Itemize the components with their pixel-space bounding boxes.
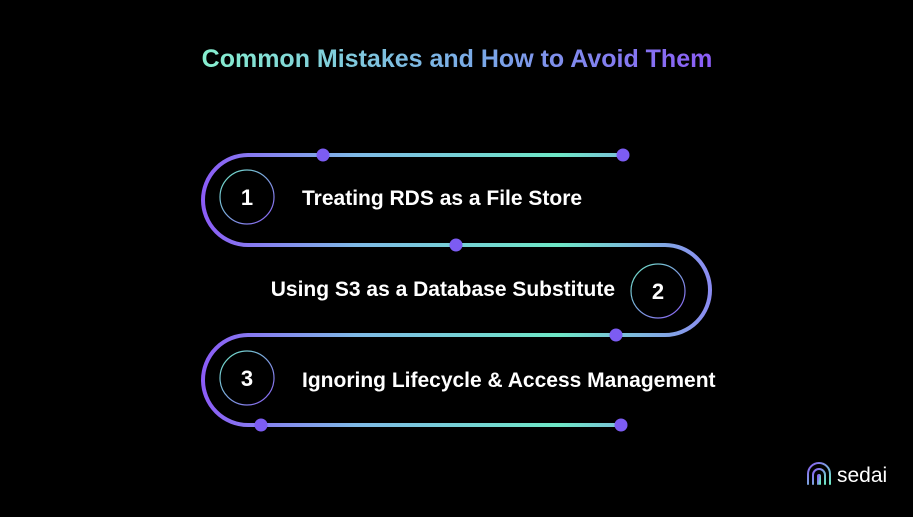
step-label: Ignoring Lifecycle & Access Management xyxy=(302,369,716,392)
step-2: 2 Using S3 as a Database Substitute xyxy=(271,263,686,319)
step-number-badge xyxy=(219,169,275,225)
step-3: 3 Ignoring Lifecycle & Access Management xyxy=(219,350,716,406)
step-label: Treating RDS as a File Store xyxy=(302,187,582,210)
path-node xyxy=(609,328,623,342)
step-label: Using S3 as a Database Substitute xyxy=(271,278,615,301)
step-number-badge xyxy=(219,350,275,406)
path-node xyxy=(614,418,628,432)
path-node xyxy=(616,148,630,162)
step-1: 1 Treating RDS as a File Store xyxy=(219,169,582,225)
path-node xyxy=(254,418,268,432)
path-node xyxy=(449,238,463,252)
step-number-badge xyxy=(630,263,686,319)
step-number: 3 xyxy=(241,366,253,391)
brand: sedai xyxy=(807,462,887,487)
step-number: 2 xyxy=(652,279,664,304)
step-number: 1 xyxy=(241,185,253,210)
diagram-title: Common Mistakes and How to Avoid Them xyxy=(202,45,713,73)
brand-name: sedai xyxy=(837,464,887,487)
sedai-logo-icon xyxy=(807,462,831,485)
serpentine-connector xyxy=(201,153,712,427)
path-node xyxy=(316,148,330,162)
